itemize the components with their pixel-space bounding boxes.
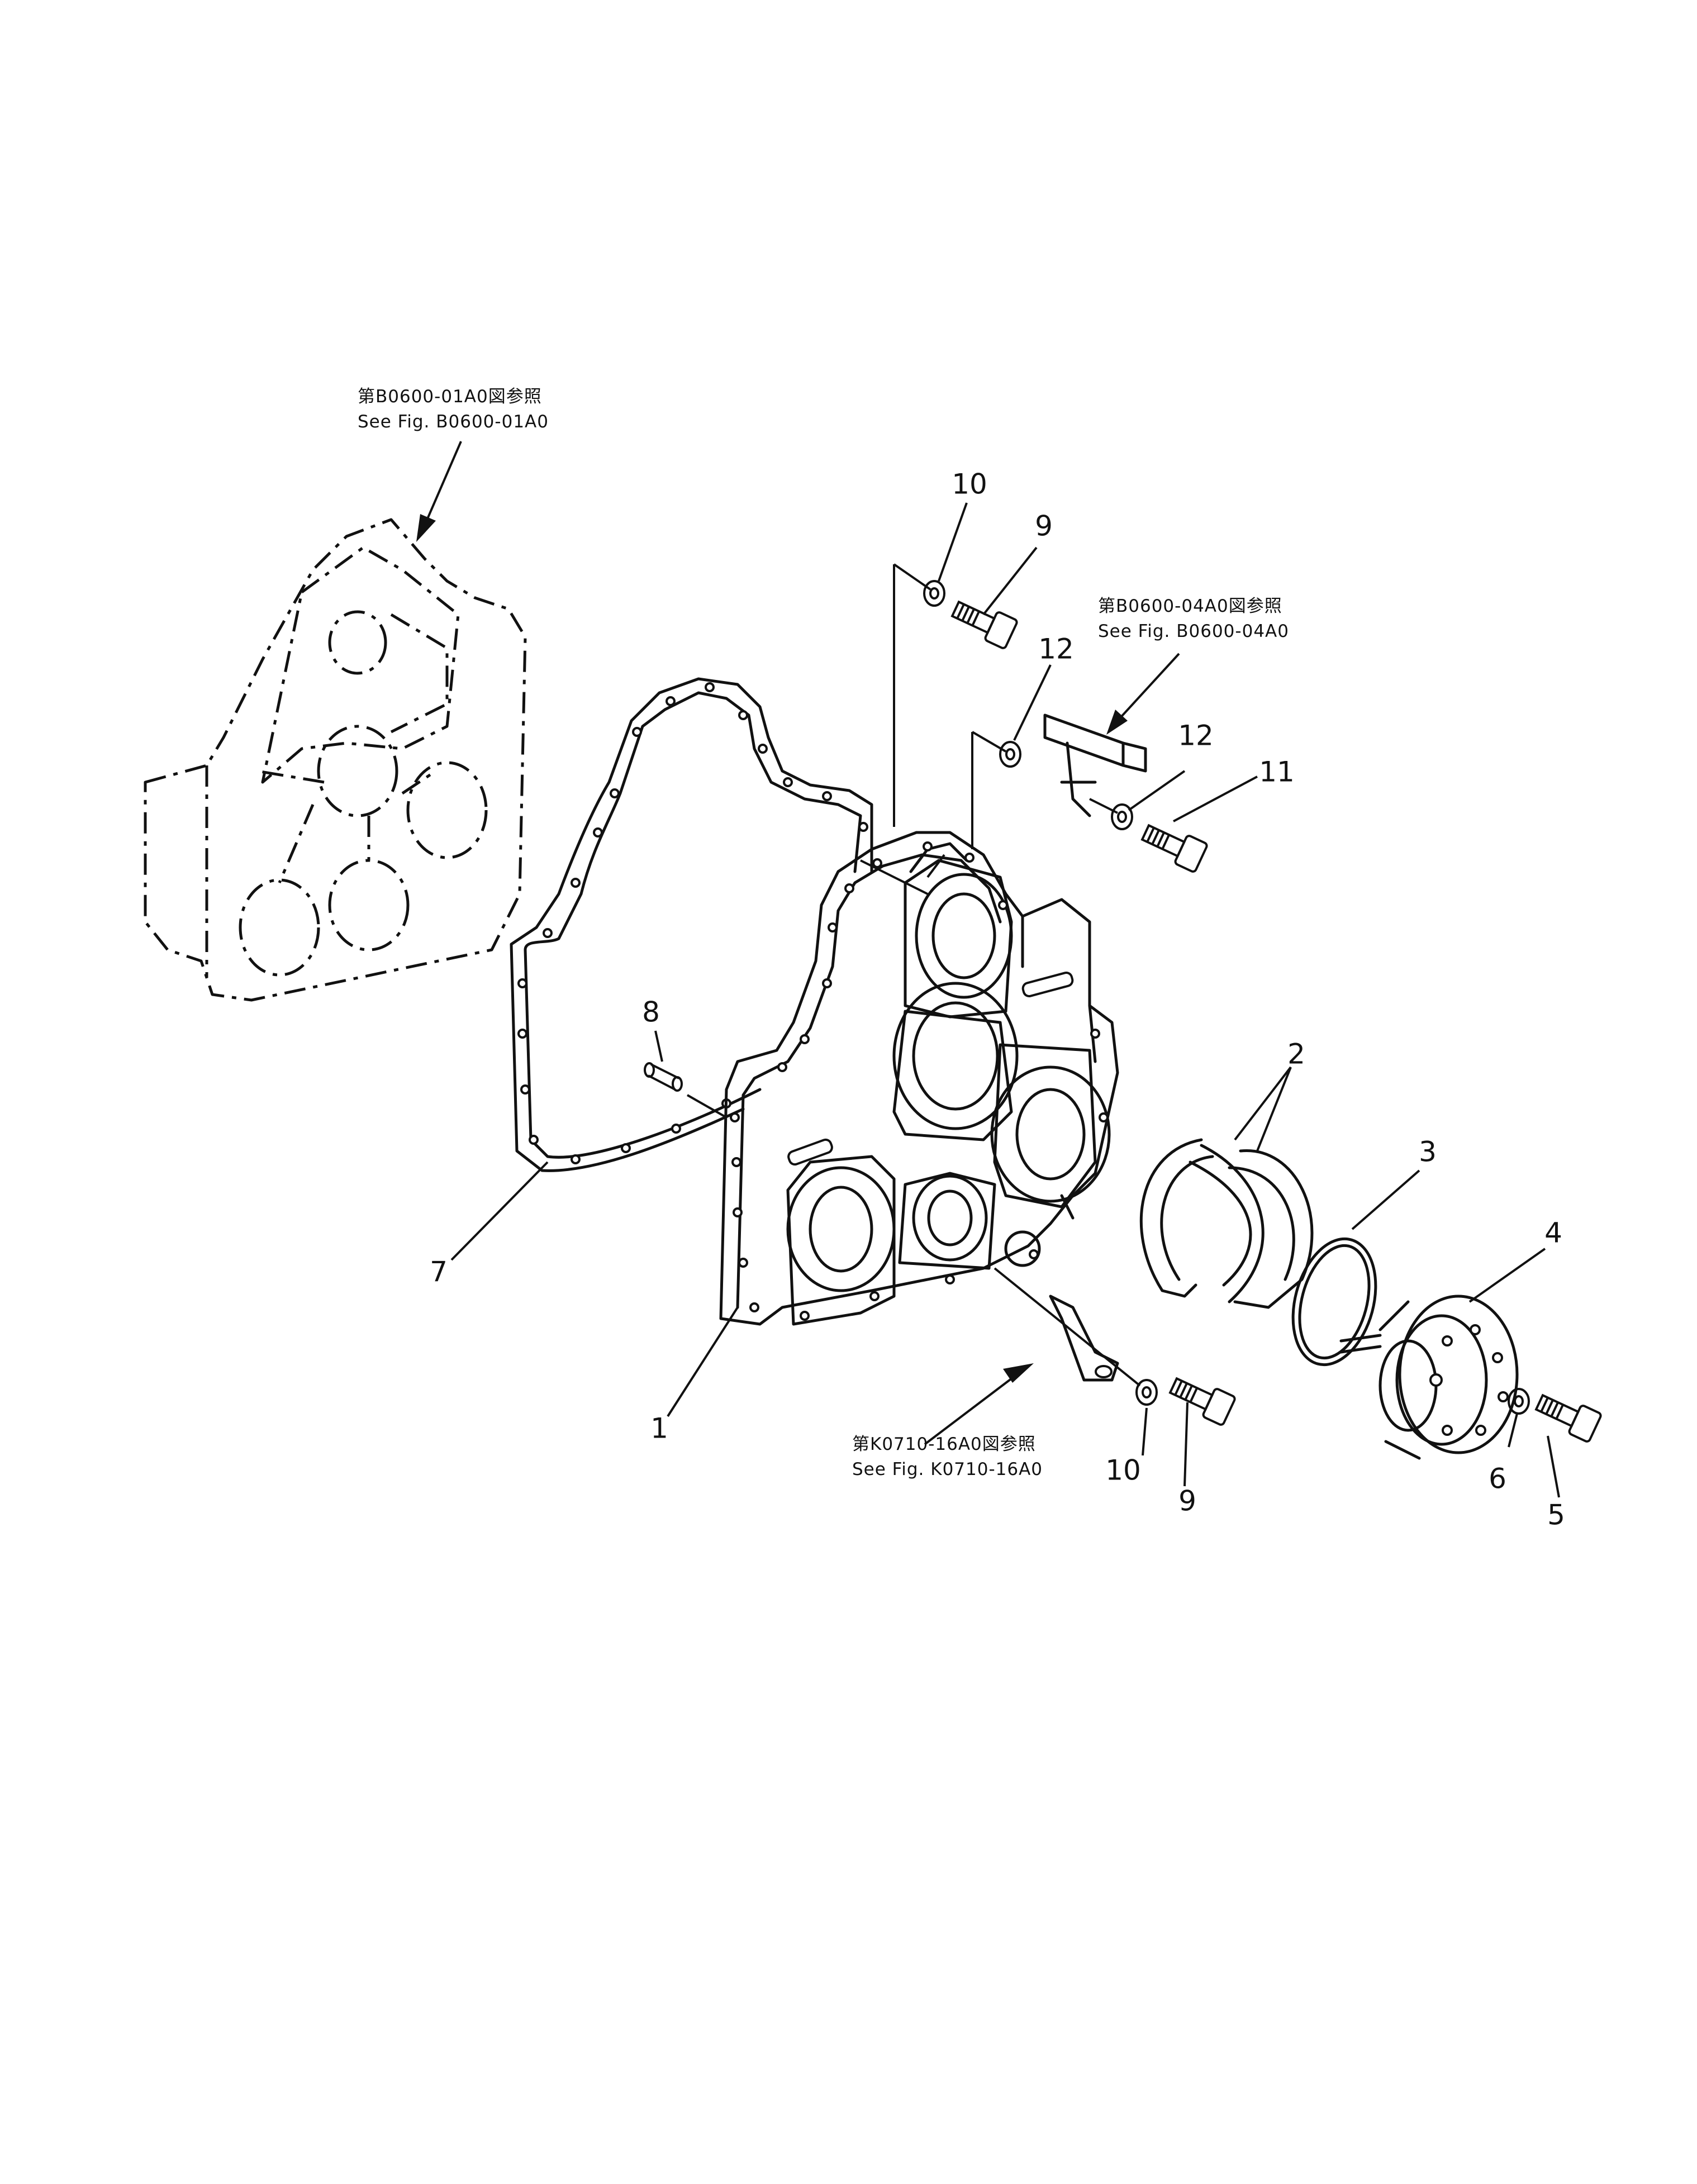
bolt-hole (749, 1302, 759, 1312)
bolt-hole (923, 841, 933, 851)
lower-bracket (1049, 1295, 1119, 1382)
ref-b0600-04a0-jp: 第B0600-04A0図参照 (1098, 596, 1282, 616)
bolt-hole (998, 900, 1008, 910)
bolt-hole (1029, 1249, 1039, 1259)
bolt-hole (1099, 1112, 1109, 1122)
bolt-hole (1090, 1029, 1100, 1039)
callout-11: 11 (1259, 756, 1295, 788)
callout-2: 2 (1287, 1038, 1305, 1070)
upper-bracket (1043, 713, 1147, 817)
bolt-hole (945, 1274, 955, 1284)
callout-8: 8 (642, 996, 660, 1029)
ref-k0710-16a0-jp: 第K0710-16A0図参照 (852, 1434, 1036, 1454)
callout-12-left: 12 (1038, 633, 1074, 665)
o-ring (1291, 1237, 1377, 1367)
callout-labels: 1 2 3 4 5 6 7 8 9 10 11 12 9 10 12 (430, 468, 1565, 1531)
callout-9-upper: 9 (1035, 510, 1053, 543)
bolt-hole (733, 1207, 743, 1217)
bolt-hole (517, 978, 527, 988)
bolt-hole (666, 696, 676, 706)
dowel-pin (644, 1062, 683, 1092)
gasket (510, 677, 873, 1172)
bolt-hole (730, 1112, 740, 1122)
bolt-hole (858, 822, 868, 832)
bolt-hole (610, 788, 620, 798)
callout-7: 7 (430, 1256, 448, 1288)
end-cover (1339, 1295, 1519, 1460)
bolt-hole (800, 1311, 810, 1321)
bolt-hole (800, 1034, 810, 1044)
bolt-hole (822, 791, 832, 801)
callout-4: 4 (1544, 1217, 1562, 1249)
bolt-hole (822, 978, 832, 988)
callout-9-lower: 9 (1178, 1485, 1196, 1517)
bolt-hole (593, 827, 603, 838)
bolt-hole (517, 1029, 527, 1039)
bolt-hole (543, 928, 553, 938)
bolt-hole (783, 777, 793, 787)
bolt-hole (964, 853, 975, 863)
bolt-hole (844, 883, 854, 893)
bolt-hole (621, 1143, 631, 1153)
ref-b0600-01a0-jp: 第B0600-01A0図参照 (358, 387, 542, 407)
bolt-hole (738, 710, 748, 720)
callout-10-upper: 10 (952, 468, 987, 501)
bolt-hole (520, 1084, 530, 1095)
phantom-housing (144, 518, 527, 1002)
bolt-hole (705, 682, 715, 692)
washers (923, 580, 1530, 1415)
callout-12-right: 12 (1178, 720, 1214, 752)
callout-1: 1 (650, 1412, 668, 1445)
reference-arrows (416, 441, 1180, 1445)
bolt-hole (571, 1154, 581, 1164)
bolt-hole (529, 1135, 539, 1145)
bolt-hole (632, 727, 642, 737)
callout-5: 5 (1547, 1499, 1565, 1531)
half-seals (1139, 1138, 1314, 1309)
bolt-hole (571, 878, 581, 888)
ref-b0600-04a0-en: See Fig. B0600-04A0 (1098, 621, 1289, 641)
gear-case-cover (719, 831, 1119, 1326)
bolt-hole (671, 1124, 681, 1134)
bolt-hole (869, 1291, 880, 1301)
callout-10-lower: 10 (1105, 1454, 1141, 1487)
ref-k0710-16a0-en: See Fig. K0710-16A0 (852, 1459, 1043, 1479)
bolts (950, 600, 1602, 1443)
bolt-hole (758, 744, 768, 754)
bolt-hole (872, 858, 882, 868)
bolt-hole (731, 1157, 741, 1167)
ref-b0600-01a0-en: See Fig. B0600-01A0 (358, 412, 549, 432)
callout-leaders (450, 502, 1560, 1498)
bolt-hole (738, 1258, 748, 1268)
bolt-hole (828, 922, 838, 932)
callout-3: 3 (1419, 1136, 1437, 1168)
bolt-hole (777, 1062, 787, 1072)
callout-6: 6 (1489, 1463, 1506, 1495)
reference-notes: 第B0600-01A0図参照 See Fig. B0600-01A0 第B060… (358, 387, 1289, 1479)
connection-lines (687, 563, 1141, 1387)
